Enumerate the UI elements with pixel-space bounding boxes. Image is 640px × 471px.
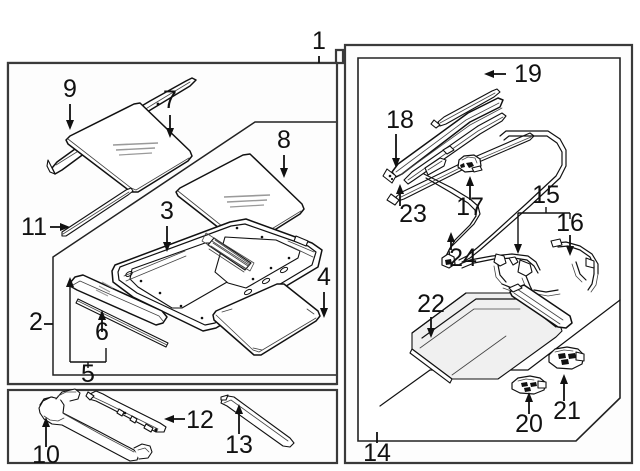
part-17-cable-guide-clip [457,154,483,173]
part-3-sunroof-frame [111,218,323,332]
callout-label-24: 24 [449,244,477,272]
leader-22 [427,317,435,338]
leader-12 [164,415,185,423]
callout-label-15: 15 [532,181,560,209]
callout-label-17: 17 [456,193,484,221]
callout-label-20: 20 [515,410,543,438]
leader-16 [566,235,574,256]
callout-label-10: 10 [32,441,60,469]
callout-label-21: 21 [553,397,581,425]
callout-label-18: 18 [386,106,414,134]
leader-20 [525,392,533,414]
part-19-guide-rail-upper [430,88,501,129]
part-18-guide-rail-left [382,97,507,185]
callout-label-23: 23 [399,200,427,228]
callout-label-14: 14 [363,439,391,467]
leader-4 [320,292,328,318]
callout-label-5: 5 [81,360,95,388]
callout-label-13: 13 [225,431,253,459]
callout-label-9: 9 [63,75,77,103]
leader-3 [163,226,171,252]
part-12-rail-bracket [85,390,167,433]
leader-23 [396,184,404,206]
part-7-front-glass-panel [65,102,193,193]
part-10-drain-hose-frame [38,388,153,462]
callout-label-8: 8 [277,126,291,154]
leader-9 [66,104,74,130]
part-22-sunshade-blind [409,283,573,384]
part-4-rear-glass-panel [212,283,321,356]
leader-5 [66,277,107,368]
callout-label-2: 2 [29,308,43,336]
leader-8 [280,155,288,178]
part-20-retainer-clip-small [511,375,547,395]
callout-label-6: 6 [95,318,109,346]
callout-label-12: 12 [186,406,214,434]
panel-left-lower [6,388,339,465]
leader-17 [466,176,474,200]
part-24-drain-tube-end-fitting [441,253,456,269]
leader-19 [484,70,506,78]
part-21-retainer-clip-large [548,346,585,370]
leader-15 [514,207,571,254]
callout-label-1: 1 [312,27,326,55]
callout-label-4: 4 [317,263,331,291]
leader-10 [42,417,50,447]
leader-21 [560,374,568,401]
callout-label-16: 16 [556,209,584,237]
callout-label-3: 3 [160,197,174,225]
part-11-side-trim-strip [61,187,134,237]
leader-24 [447,232,455,250]
callout-label-7: 7 [163,86,177,114]
leader-18 [392,134,400,168]
leader-11 [50,223,70,231]
callout-label-19: 19 [514,60,542,88]
panel-inner-group-2 [52,121,336,376]
part-6-sunshade-trim [69,274,169,348]
leader-7 [166,115,174,138]
callout-label-22: 22 [417,290,445,318]
leader-6 [98,310,106,332]
callout-label-11: 11 [21,213,47,241]
leader-13 [235,404,243,434]
